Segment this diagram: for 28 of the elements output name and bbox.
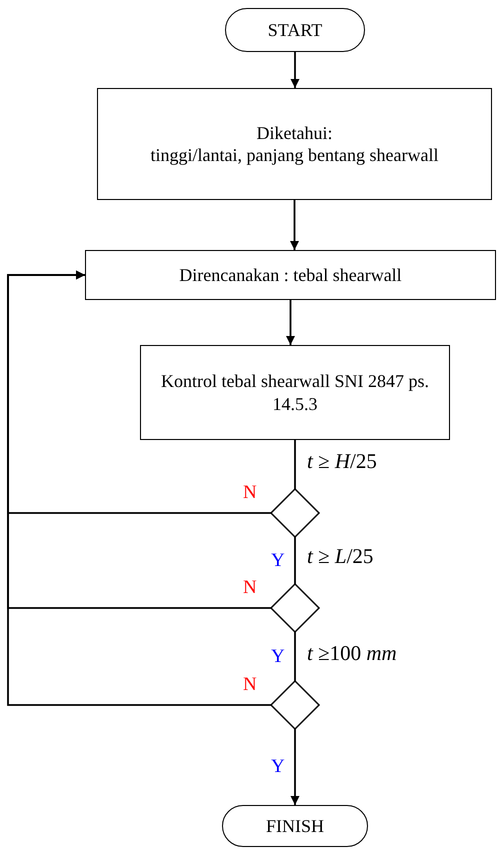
edge-label: Y <box>271 550 285 570</box>
box-text: FINISH <box>266 814 324 838</box>
edge-label: Y <box>271 757 285 776</box>
process-box <box>85 250 496 300</box>
connector-line <box>294 440 296 489</box>
box-text: START <box>268 18 322 42</box>
process-box <box>97 88 492 200</box>
connector-line <box>294 632 296 681</box>
condition-text: t ≥ L/25 <box>307 546 374 567</box>
edge-label: N <box>243 578 257 597</box>
process-box <box>140 345 450 440</box>
arrow <box>290 200 299 250</box>
terminal-shape <box>225 8 365 52</box>
box-heading: Diketahui: <box>256 122 332 144</box>
condition-text: t ≥ H/25 <box>307 451 377 472</box>
arrow <box>7 270 271 706</box>
edge-label: N <box>243 483 257 502</box>
terminal-shape <box>222 805 368 847</box>
arrow <box>290 729 300 805</box>
box-text: Kontrol tebal shearwall SNI 2847 ps. 14.5.3 <box>160 370 430 415</box>
arrow <box>286 300 295 345</box>
box-text: tinggi/lantai, panjang bentang shearwall <box>150 144 438 166</box>
box-text: Direncanakan : tebal shearwall <box>179 264 402 286</box>
edge-label: N <box>243 675 257 694</box>
condition-text: t ≥100 mm <box>307 643 397 664</box>
arrow <box>290 52 300 88</box>
edge-label: Y <box>271 646 285 666</box>
connector-line <box>294 537 296 584</box>
